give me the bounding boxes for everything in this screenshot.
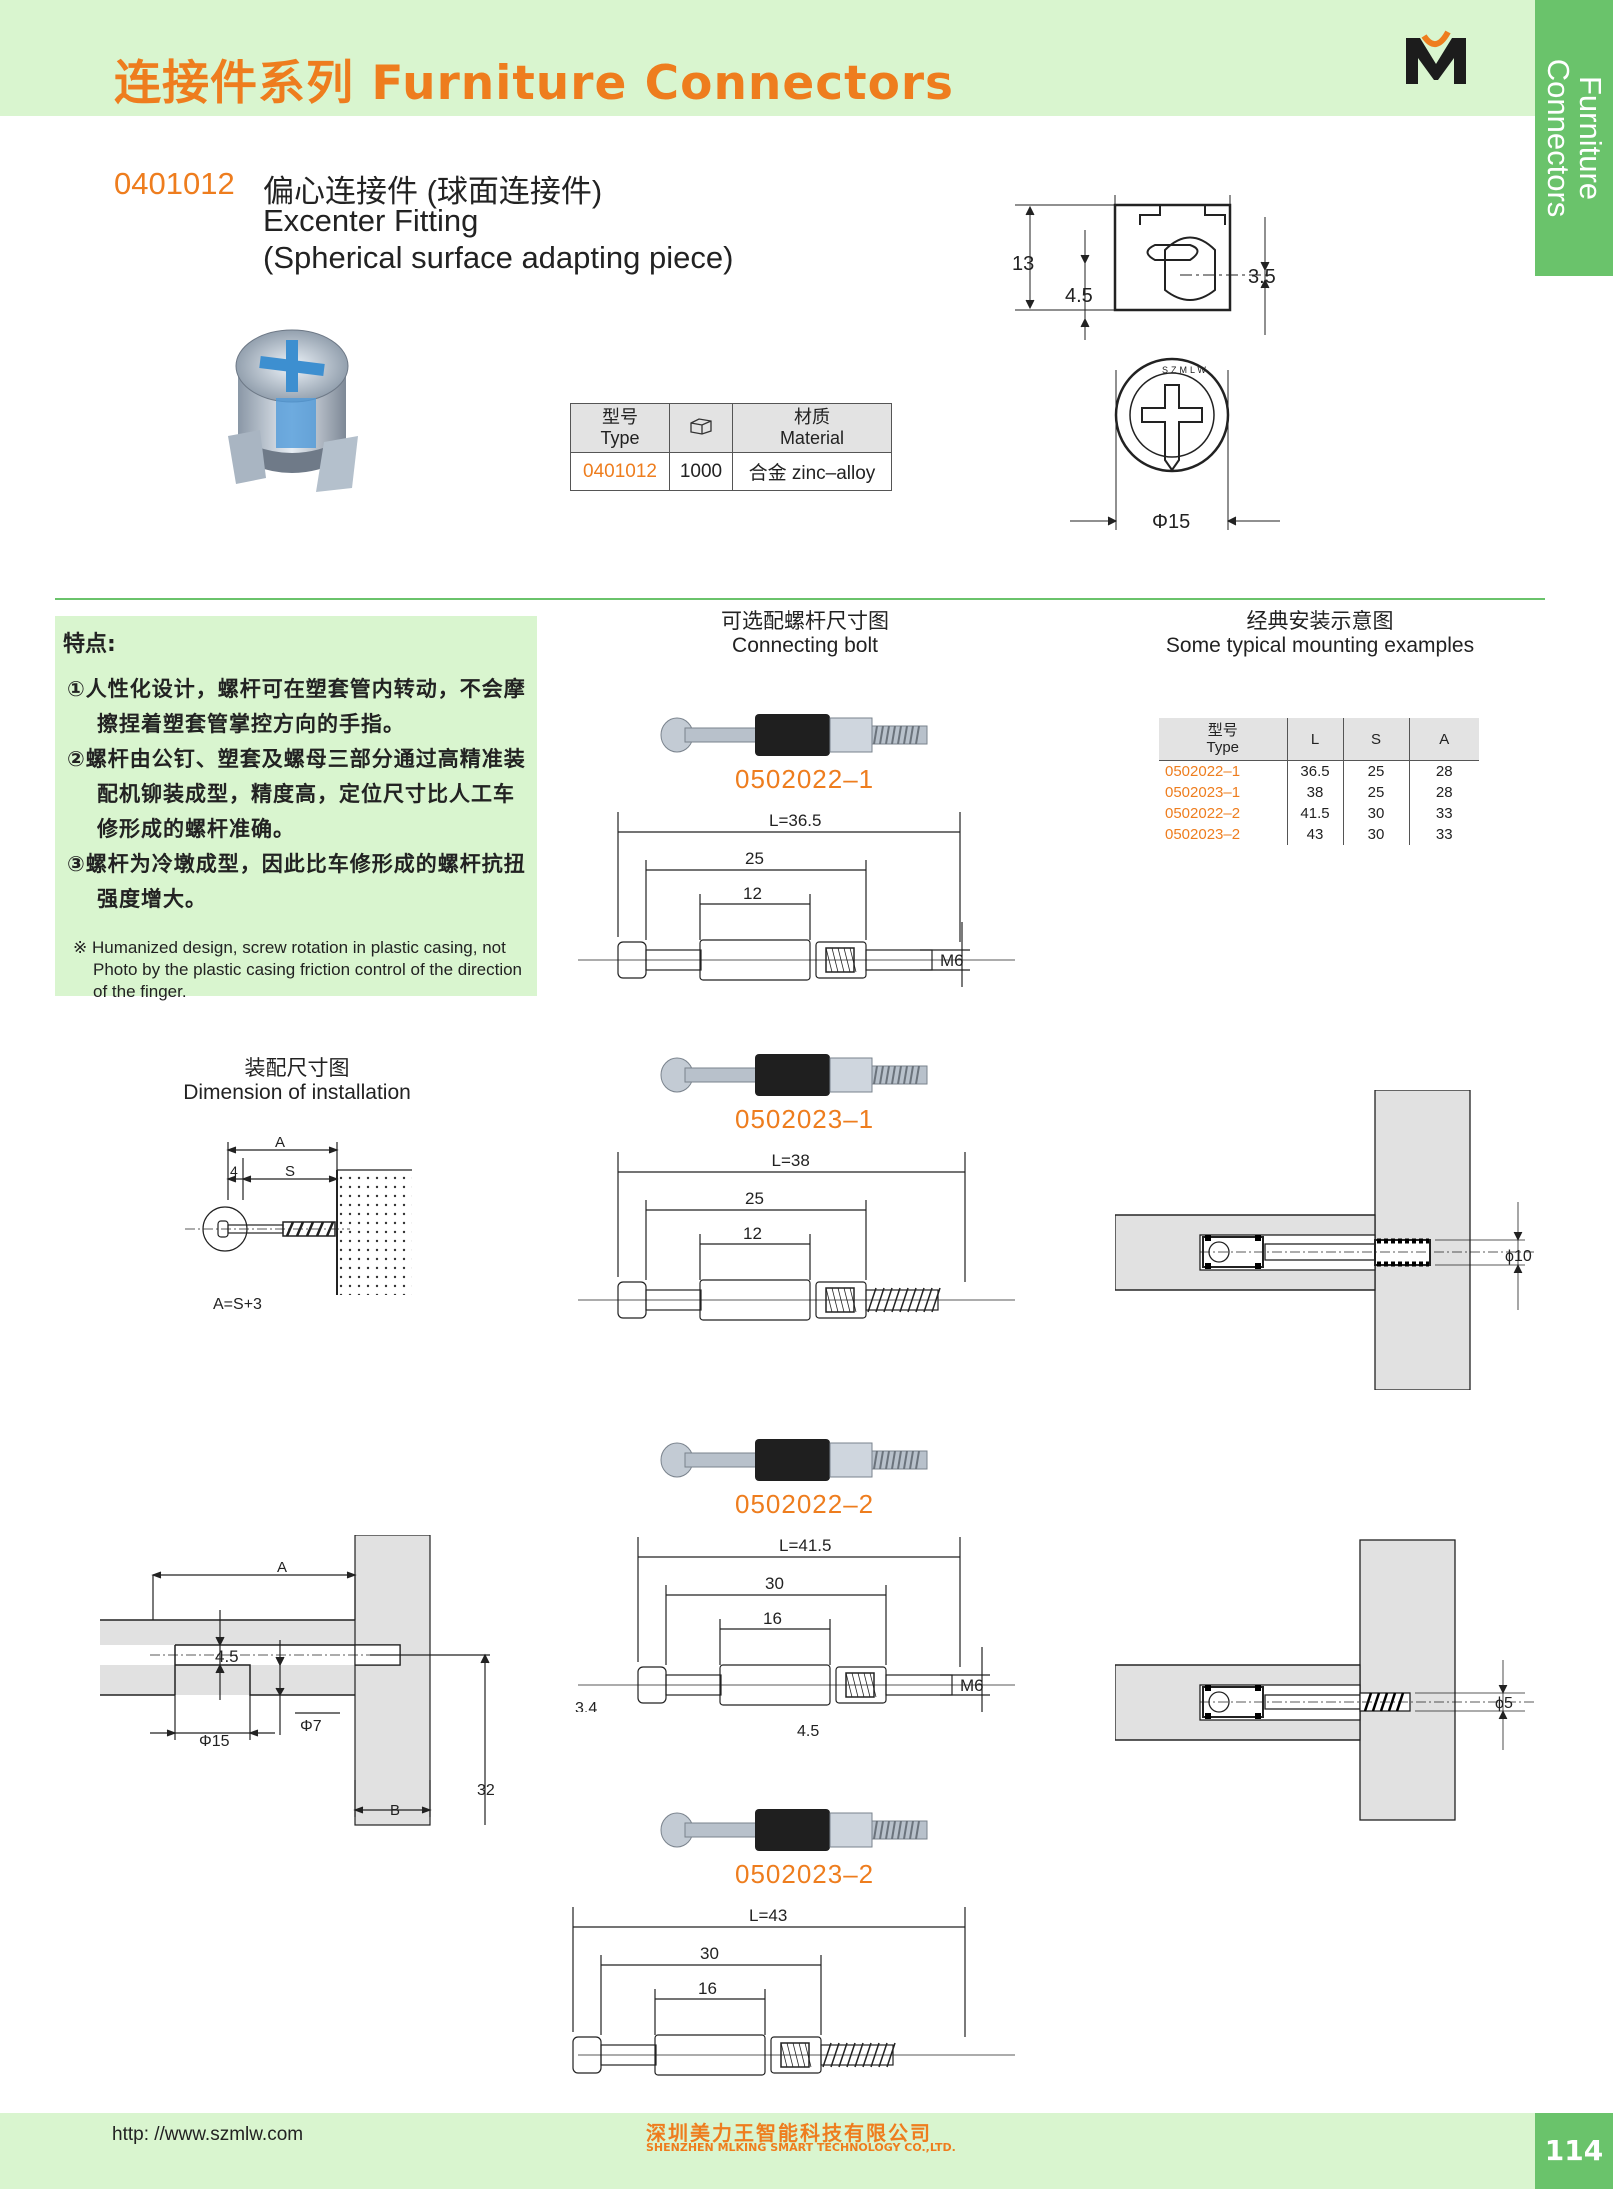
bolt-mid-length: 30 [700,1944,719,1963]
dim-13: 13 [1012,253,1034,275]
bolt-photo [660,1439,928,1481]
label-phi7: Φ7 [300,1718,322,1735]
label-32: 32 [477,1782,495,1799]
page-title: 连接件系列 Furniture Connectors [114,56,955,111]
bolt-code: 0502022–2 [735,1489,875,1519]
mount-header-a: A [1409,718,1479,761]
bolt-drawing: L=38 25 12 [578,1152,1015,1321]
brand-engraving: SZMLW [1162,365,1209,375]
page-number: 114 [1535,2113,1613,2189]
bolt-short-length: 12 [743,884,762,903]
product-name-cn: 偏心连接件 (球面连接件) [263,174,603,209]
bolt-drawing: L=43 30 16 [572,1907,1015,2076]
dim-3-5: 3.5 [1248,266,1276,288]
spec-cell-material: 合金 zinc–alloy [731,452,893,491]
footer-company-cn: 深圳美力王智能科技有限公司 [646,2121,932,2145]
label-phi15: Φ15 [199,1733,230,1750]
bolt-short-length: 16 [698,1979,717,1998]
label-phi5: ϕ5 [1495,1695,1513,1712]
footer-url[interactable]: http: //www.szmlw.com [112,2124,304,2145]
install-diagram-small: A 4 S [185,1134,412,1295]
spec-header-qty [669,403,733,453]
label-a: A [277,1559,287,1576]
label-a: A [275,1134,285,1151]
mounting-example-2: ϕ5 [1115,1539,1535,1821]
brand-logo [1406,30,1466,84]
mounting-example-1: ϕ10 [1115,1090,1535,1390]
bolt-thread-size: M6 [960,1676,984,1695]
footer-company-en: SHENZHEN MLKING SMART TECHNOLOGY CO.,LTD… [646,2141,956,2154]
bolt-short-length: 12 [743,1224,762,1243]
features-title: 特点: [63,632,116,657]
label-phi10: ϕ10 [1505,1248,1532,1265]
label-s: S [285,1163,295,1180]
bolt-length: L=43 [749,1907,787,1925]
feature-item: ②螺杆由公钉、塑套及螺母三部分通过高精准装配机铆装成型，精度高，定位尺寸比人工车… [67,747,526,841]
dim-4-5: 4.5 [1065,285,1093,307]
bolt-head-dim: 3.4 [575,1700,597,1712]
dim-phi15: Φ15 [1152,511,1190,533]
product-code: 0401012 [114,166,235,201]
bolt-mid-length: 30 [765,1574,784,1593]
label-b: B [390,1802,400,1819]
bolt-collar-dim: 4.5 [797,1723,820,1740]
bolt-photo [660,1054,928,1096]
bolt-code: 0502022–1 [735,764,875,794]
install-formula: A=S+3 [213,1296,262,1313]
features-note-en: ※ Humanized design, screw rotation in pl… [73,938,523,1001]
label-4-5: 4.5 [215,1647,239,1666]
install-diagram-section: A 4.5 Φ15 Φ7 32 B [100,1535,495,1826]
box-icon [690,417,712,435]
header-bar [0,0,1535,116]
bolt-code: 0502023–2 [735,1859,875,1889]
product-photo [228,329,358,492]
bolt-code: 0502023–1 [735,1104,875,1134]
spec-cell-qty: 1000 [669,452,733,491]
bolt-photo [660,714,928,756]
label-4: 4 [230,1163,238,1179]
fitting-technical-drawing: 13 4.5 3.5 SZMLW Φ15 [1012,195,1280,533]
bolt-mid-length: 25 [745,1189,764,1208]
mount-header-l: L [1287,718,1344,761]
bolt-photo [660,1809,928,1851]
product-name-en: Excenter Fitting [263,203,479,238]
bolt-thread-size: M6 [940,951,964,970]
product-subtitle-en: (Spherical surface adapting piece) [263,240,734,275]
footer-bar [0,2113,1613,2189]
section-divider [55,598,1545,600]
bolt-mid-length: 25 [745,849,764,868]
bolt-length: L=36.5 [769,812,821,830]
bolt-length: L=38 [772,1152,810,1170]
spec-cell-type: 0401012 [570,452,670,491]
features-box: 特点: ①人性化设计，螺杆可在塑套管内转动，不会摩擦捏着塑套管掌控方向的手指。 … [55,616,537,1001]
bolt-length: L=41.5 [779,1537,831,1555]
mount-header-s: S [1343,718,1410,761]
bolt-short-length: 16 [763,1609,782,1628]
feature-item: ①人性化设计，螺杆可在塑套管内转动，不会摩擦捏着塑套管掌控方向的手指。 [67,677,526,736]
feature-item: ③螺杆为冷墩成型，因此比车修形成的螺杆抗扭强度增大。 [67,852,526,911]
